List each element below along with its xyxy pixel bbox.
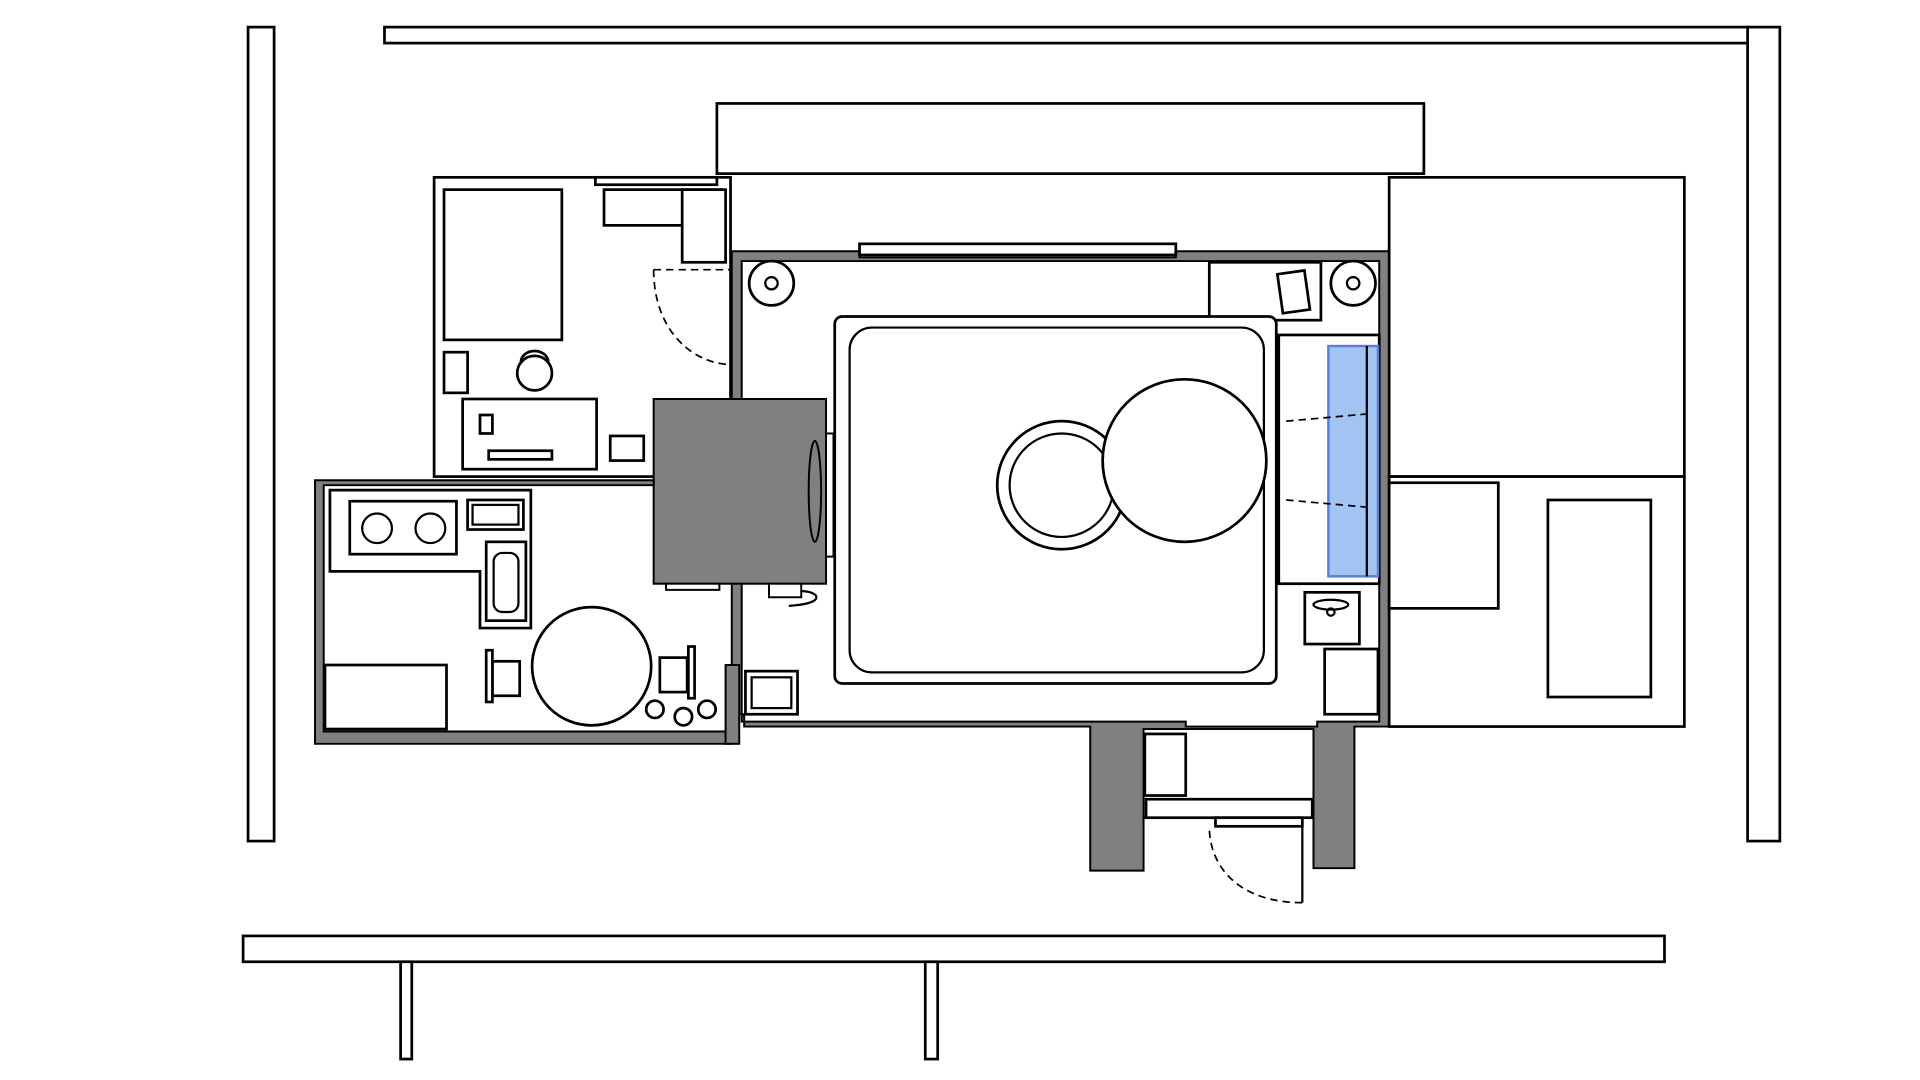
- sideboard: [323, 663, 448, 731]
- central-rug-inner: [848, 326, 1265, 674]
- sofa-group: [1277, 333, 1381, 586]
- cup-3: [696, 699, 718, 720]
- sofa-seat-line-top: [1286, 412, 1370, 423]
- desk-drawer: [487, 449, 554, 461]
- pillar-right-core: [1345, 275, 1361, 291]
- entry: [1143, 732, 1314, 904]
- stool-icon: [515, 354, 554, 392]
- bed-icon: [442, 188, 564, 342]
- entry-door-swing: [1208, 826, 1303, 904]
- stove-burner-left: [361, 512, 394, 545]
- nightstand: [442, 350, 469, 395]
- bedside-cabinet: [680, 188, 727, 264]
- fireplace: [652, 398, 835, 607]
- fireplace-block: [652, 398, 828, 585]
- bathtub-inner: [492, 551, 520, 614]
- sofa-seat-line-bottom: [1286, 499, 1370, 509]
- bench[interactable]: [1327, 344, 1380, 578]
- bottom-wall-post-left: [399, 960, 414, 1061]
- small-box: [608, 434, 646, 462]
- chair-right-back: [687, 645, 696, 700]
- chair-left-back: [484, 648, 494, 704]
- desk-lamp: [478, 413, 494, 435]
- wall-shelf: [593, 175, 719, 187]
- fireplace-cable: [788, 589, 818, 607]
- bottom-wall-post-right: [923, 960, 940, 1061]
- pillar-right: [1329, 259, 1377, 307]
- fireplace-step-left: [665, 582, 721, 591]
- site-walls: [241, 25, 1782, 1061]
- left-site-wall: [246, 25, 276, 843]
- fireplace-strip: [825, 432, 835, 558]
- pillar-left-core: [764, 275, 779, 291]
- cabinet-left-inner: [750, 676, 793, 710]
- entry-door-panel: [1214, 816, 1304, 828]
- cup-2: [673, 706, 694, 727]
- east-closet: [1387, 481, 1500, 610]
- entry-shoe-cabinet: [1143, 732, 1188, 797]
- chair-icon: [491, 659, 522, 698]
- top-canopy: [715, 102, 1426, 175]
- fireplace-hearth: [807, 439, 823, 543]
- stove-burner-right: [414, 512, 447, 545]
- pillar-left: [747, 259, 796, 307]
- east-room-upper: [1387, 175, 1686, 478]
- east-table: [1546, 498, 1653, 699]
- right-site-wall: [1746, 25, 1782, 843]
- oven-door: [471, 503, 520, 526]
- chair-right: [658, 656, 689, 694]
- east-annex: [1387, 175, 1686, 728]
- round-table-large: [1101, 377, 1268, 544]
- bottom-site-wall: [241, 934, 1666, 964]
- book-icon: [1275, 268, 1312, 315]
- kitchen-wall-frame: [314, 479, 733, 745]
- top-window: [858, 242, 1178, 257]
- sink-basin: [1312, 598, 1350, 611]
- sink-icon: [1303, 590, 1361, 646]
- stove-icon: [348, 499, 458, 556]
- door-swing-icon: [652, 268, 732, 366]
- cup-1: [644, 699, 665, 720]
- top-site-wall: [383, 25, 1751, 45]
- entry-step: [1144, 797, 1314, 820]
- kitchen-wall-right: [724, 664, 741, 745]
- kitchen-dining: [314, 479, 799, 745]
- dining-table: [530, 605, 653, 727]
- cabinet-right: [1323, 647, 1380, 716]
- fireplace-step-right: [768, 582, 803, 599]
- sink-drain: [1326, 607, 1336, 617]
